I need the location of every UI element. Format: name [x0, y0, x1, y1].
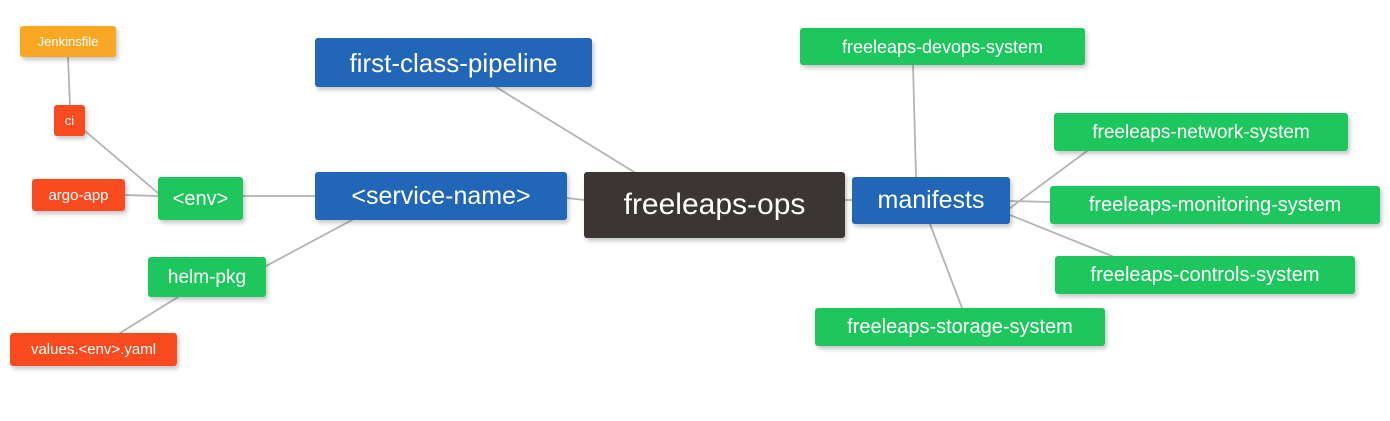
node-label-controls-system: freeleaps-controls-system [1090, 264, 1320, 286]
node-ci[interactable]: ci [54, 105, 85, 136]
node-argo-app[interactable]: argo-app [32, 179, 125, 211]
node-label-devops-system: freeleaps-devops-system [841, 36, 1044, 57]
node-jenkinsfile[interactable]: Jenkinsfile [20, 26, 116, 57]
node-service-name[interactable]: <service-name> [315, 172, 567, 220]
edge-argo-app-to-env [124, 194, 159, 197]
edge-service-name-to-freeleaps-ops [566, 197, 585, 201]
node-label-freeleaps-ops: freeleaps-ops [623, 188, 806, 221]
node-label-manifests: manifests [877, 186, 985, 214]
node-label-values-yaml: values.<env>.yaml [30, 341, 157, 358]
node-env[interactable]: <env> [158, 177, 243, 220]
edge-jenkinsfile-to-ci [67, 56, 71, 106]
node-controls-system[interactable]: freeleaps-controls-system [1055, 256, 1355, 294]
node-first-class-pipeline[interactable]: first-class-pipeline [315, 38, 592, 87]
edge-first-class-pipeline-to-freeleaps-ops [495, 86, 635, 173]
node-label-env: <env> [172, 187, 229, 210]
node-label-network-system: freeleaps-network-system [1092, 121, 1310, 143]
node-network-system[interactable]: freeleaps-network-system [1054, 113, 1348, 151]
node-storage-system[interactable]: freeleaps-storage-system [815, 308, 1105, 346]
node-label-storage-system: freeleaps-storage-system [847, 316, 1073, 338]
edge-values-yaml-to-helm-pkg [119, 296, 179, 334]
node-freeleaps-ops[interactable]: freeleaps-ops [584, 172, 845, 238]
node-devops-system[interactable]: freeleaps-devops-system [800, 28, 1085, 65]
node-label-monitoring-system: freeleaps-monitoring-system [1088, 194, 1342, 216]
node-label-jenkinsfile: Jenkinsfile [37, 34, 99, 49]
edge-manifests-to-devops-system [912, 64, 917, 178]
node-helm-pkg[interactable]: helm-pkg [148, 257, 266, 297]
node-manifests[interactable]: manifests [852, 177, 1010, 224]
node-label-helm-pkg: helm-pkg [167, 266, 247, 288]
edge-helm-pkg-to-service-name [265, 219, 353, 267]
edge-manifests-to-storage-system [929, 223, 963, 309]
node-monitoring-system[interactable]: freeleaps-monitoring-system [1050, 186, 1380, 224]
node-values-yaml[interactable]: values.<env>.yaml [10, 333, 177, 366]
node-label-service-name: <service-name> [351, 181, 531, 210]
node-label-argo-app: argo-app [48, 186, 109, 204]
node-label-first-class-pipeline: first-class-pipeline [349, 47, 558, 78]
edge-manifests-to-monitoring-system [1009, 200, 1051, 203]
node-label-ci: ci [64, 113, 75, 128]
